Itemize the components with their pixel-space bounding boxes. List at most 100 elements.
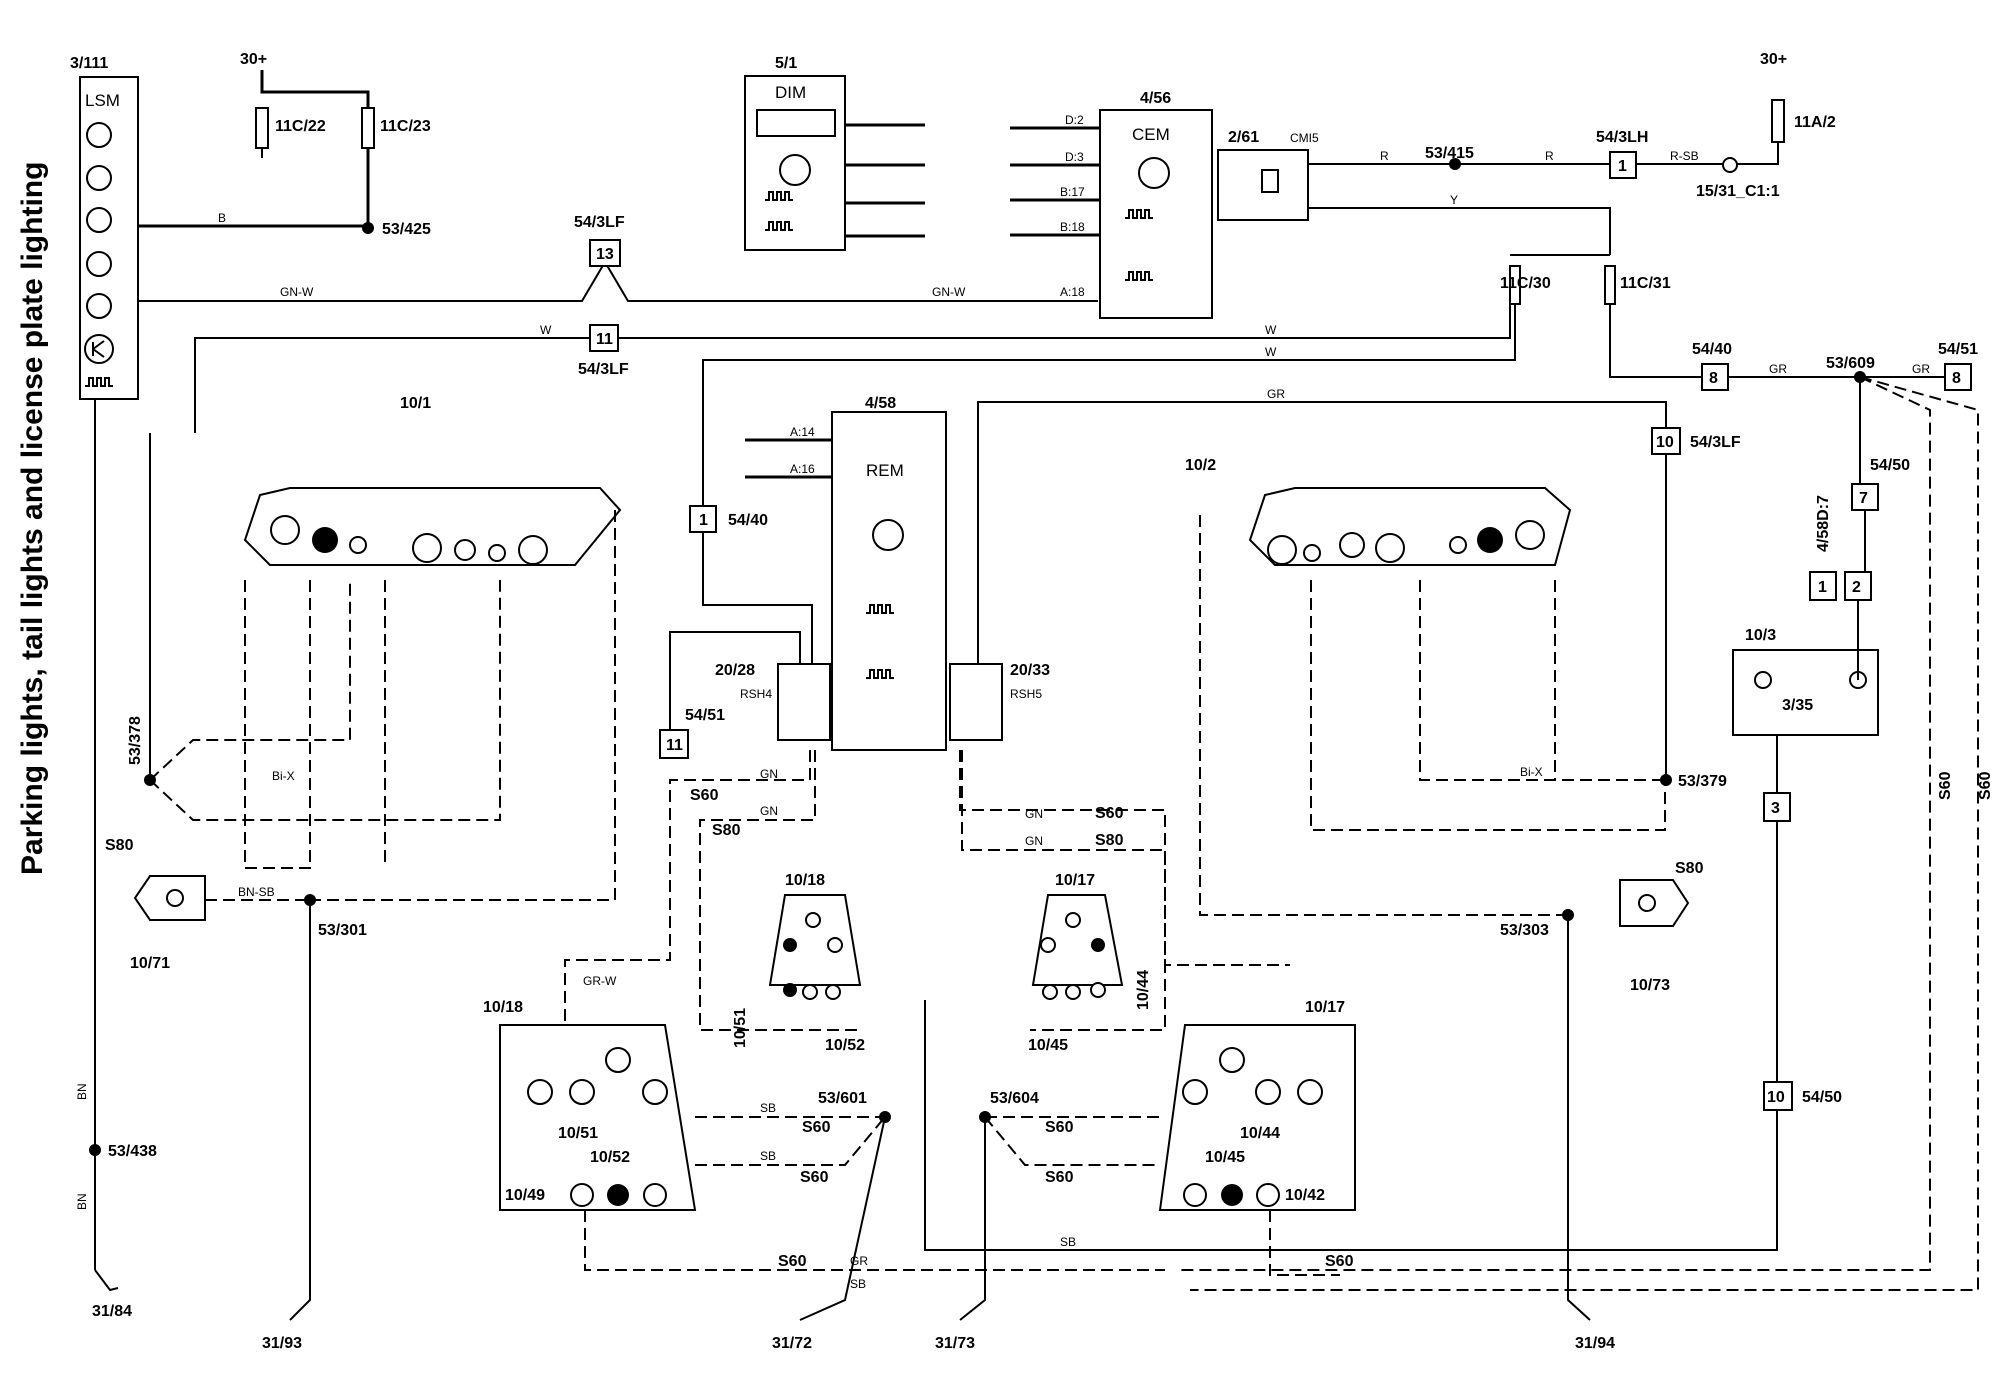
- svg-text:BN: BN: [75, 1083, 89, 1100]
- svg-text:10: 10: [1656, 434, 1674, 451]
- svg-text:53/379: 53/379: [1678, 773, 1727, 790]
- svg-text:54/3LF: 54/3LF: [578, 361, 629, 378]
- svg-text:10/49: 10/49: [505, 1187, 545, 1204]
- svg-text:GN-W: GN-W: [932, 285, 966, 299]
- rear-right-lamp: 10/17 10/44 10/45 10/42: [1158, 999, 1356, 1211]
- ground-31-72: 31/72: [772, 1335, 812, 1352]
- rear-left-lamp: 10/18 10/51 10/52 10/49 GR-W: [483, 974, 697, 1211]
- svg-text:10/44: 10/44: [1240, 1125, 1280, 1142]
- svg-text:D:3: D:3: [1065, 150, 1084, 164]
- svg-text:A:14: A:14: [790, 425, 815, 439]
- svg-text:3/35: 3/35: [1782, 697, 1813, 714]
- svg-text:RSH4: RSH4: [740, 687, 772, 701]
- svg-text:REM: REM: [866, 461, 904, 480]
- svg-text:54/40: 54/40: [728, 512, 768, 529]
- svg-text:10/51: 10/51: [558, 1125, 598, 1142]
- left-lamps: [270, 515, 548, 565]
- lsm-module: 3/111 LSM: [70, 55, 139, 400]
- fuse-label-11c22: 11C/22: [275, 118, 326, 135]
- svg-text:53/303: 53/303: [1500, 922, 1549, 939]
- svg-text:S60: S60: [690, 787, 719, 804]
- svg-text:B: B: [218, 211, 226, 225]
- svg-text:54/3LH: 54/3LH: [1596, 129, 1648, 146]
- svg-text:53/601: 53/601: [818, 1090, 867, 1107]
- svg-text:54/51: 54/51: [1938, 341, 1978, 358]
- svg-text:5/1: 5/1: [775, 55, 797, 72]
- supply-left: 30+: [240, 51, 267, 68]
- ground-31-84: 31/84: [92, 1303, 132, 1320]
- svg-text:4/58D:7: 4/58D:7: [1815, 495, 1832, 552]
- svg-text:S60: S60: [1095, 805, 1124, 822]
- svg-text:1: 1: [1618, 158, 1627, 175]
- svg-text:W: W: [1265, 345, 1277, 359]
- svg-text:53/609: 53/609: [1826, 355, 1875, 372]
- svg-text:S60: S60: [778, 1253, 807, 1270]
- svg-text:11C/31: 11C/31: [1620, 275, 1671, 292]
- svg-text:S60: S60: [1045, 1119, 1074, 1136]
- svg-text:54/50: 54/50: [1802, 1089, 1842, 1106]
- switch-10-3: 10/3 3/35 1 2 4/58D:7: [1732, 495, 1879, 736]
- svg-text:54/3LF: 54/3LF: [1690, 434, 1741, 451]
- connector-1-54-40: [689, 505, 717, 533]
- svg-text:10/42: 10/42: [1285, 1187, 1325, 1204]
- svg-text:Bi-X: Bi-X: [1520, 765, 1543, 779]
- ground-31-73: 31/73: [935, 1335, 975, 1352]
- fuse-label-11c23: 11C/23: [380, 118, 431, 135]
- svg-text:B:18: B:18: [1060, 220, 1085, 234]
- svg-text:W: W: [540, 323, 552, 337]
- ground-31-93: 31/93: [262, 1335, 302, 1352]
- cmi5-relay: 2/61 CMI5: [1217, 129, 1319, 221]
- lsm-name: LSM: [85, 91, 120, 110]
- center-lamp-right: 10/17 10/45 10/44: [1028, 872, 1152, 1054]
- svg-text:10/18: 10/18: [785, 872, 825, 889]
- svg-text:GN: GN: [1025, 807, 1043, 821]
- svg-text:13: 13: [596, 246, 614, 263]
- ground-31-94: 31/94: [1575, 1335, 1615, 1352]
- splice-53-438: [89, 1144, 101, 1156]
- rsh4-resistor: 20/28 RSH4: [715, 662, 831, 741]
- fuse-11a2: [1771, 99, 1785, 143]
- svg-text:A:16: A:16: [790, 462, 815, 476]
- svg-text:4/56: 4/56: [1140, 90, 1171, 107]
- svg-text:GN: GN: [760, 767, 778, 781]
- svg-text:S60: S60: [1937, 771, 1954, 800]
- svg-text:GN: GN: [760, 804, 778, 818]
- cem-module: 4/56 CEM D:2 D:3 B:17 B:18 A:18: [1010, 90, 1213, 319]
- svg-text:4/58: 4/58: [865, 395, 896, 412]
- svg-text:7: 7: [1859, 490, 1868, 507]
- svg-text:A:18: A:18: [1060, 285, 1085, 299]
- svg-text:S60: S60: [1045, 1169, 1074, 1186]
- svg-text:S80: S80: [712, 822, 741, 839]
- svg-text:RSH5: RSH5: [1010, 687, 1042, 701]
- svg-text:54/50: 54/50: [1870, 457, 1910, 474]
- svg-text:SB: SB: [760, 1101, 776, 1115]
- svg-text:54/3LF: 54/3LF: [574, 214, 625, 231]
- svg-text:S80: S80: [1675, 860, 1704, 877]
- svg-text:S60: S60: [800, 1169, 829, 1186]
- svg-text:11: 11: [596, 331, 613, 348]
- svg-text:1: 1: [1818, 579, 1827, 596]
- svg-text:8: 8: [1952, 370, 1961, 387]
- svg-text:R-SB: R-SB: [1670, 149, 1699, 163]
- svg-text:GR: GR: [850, 1254, 868, 1268]
- splice-53-415: [1449, 158, 1461, 170]
- svg-text:20/33: 20/33: [1010, 662, 1050, 679]
- svg-text:10/44: 10/44: [1135, 970, 1152, 1010]
- svg-text:10/2: 10/2: [1185, 457, 1216, 474]
- connector-2-switch: [1844, 571, 1872, 601]
- svg-text:10/45: 10/45: [1205, 1149, 1245, 1166]
- svg-text:10/71: 10/71: [130, 955, 170, 972]
- svg-text:W: W: [1265, 323, 1277, 337]
- splice-label-53-425: 53/425: [382, 221, 431, 238]
- rem-module: 4/58 REM A:14 A:16: [745, 395, 947, 751]
- svg-text:30+: 30+: [1760, 51, 1787, 68]
- svg-text:20/28: 20/28: [715, 662, 755, 679]
- svg-text:1: 1: [699, 512, 708, 529]
- diagram-title: Parking lights, tail lights and license …: [16, 162, 49, 875]
- svg-text:S60: S60: [802, 1119, 831, 1136]
- center-lamp-left: 10/18 10/51 10/52: [732, 872, 865, 1054]
- svg-text:53/438: 53/438: [108, 1143, 157, 1160]
- svg-text:54/51: 54/51: [685, 707, 725, 724]
- svg-text:Bi-X: Bi-X: [272, 769, 295, 783]
